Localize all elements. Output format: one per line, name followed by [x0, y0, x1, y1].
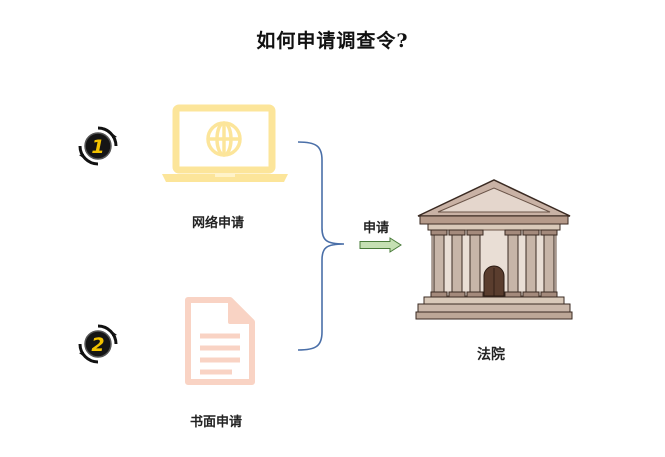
step-1-badge: 1	[78, 126, 118, 166]
curly-bracket	[297, 141, 345, 351]
page-title: 如何申请调查令?	[256, 30, 409, 52]
document-icon	[185, 297, 255, 385]
step-2-badge: 2	[78, 324, 118, 364]
arrow-right-icon	[359, 237, 402, 253]
arrow-label: 申请	[363, 221, 390, 236]
step-1-number: 1	[91, 136, 104, 158]
courthouse-icon	[415, 179, 573, 320]
step-1-label: 网络申请	[192, 216, 245, 231]
step-2-label: 书面申请	[190, 415, 243, 430]
court-label: 法院	[477, 347, 505, 363]
step-2-number: 2	[91, 334, 104, 356]
laptop-globe-icon	[162, 104, 288, 182]
